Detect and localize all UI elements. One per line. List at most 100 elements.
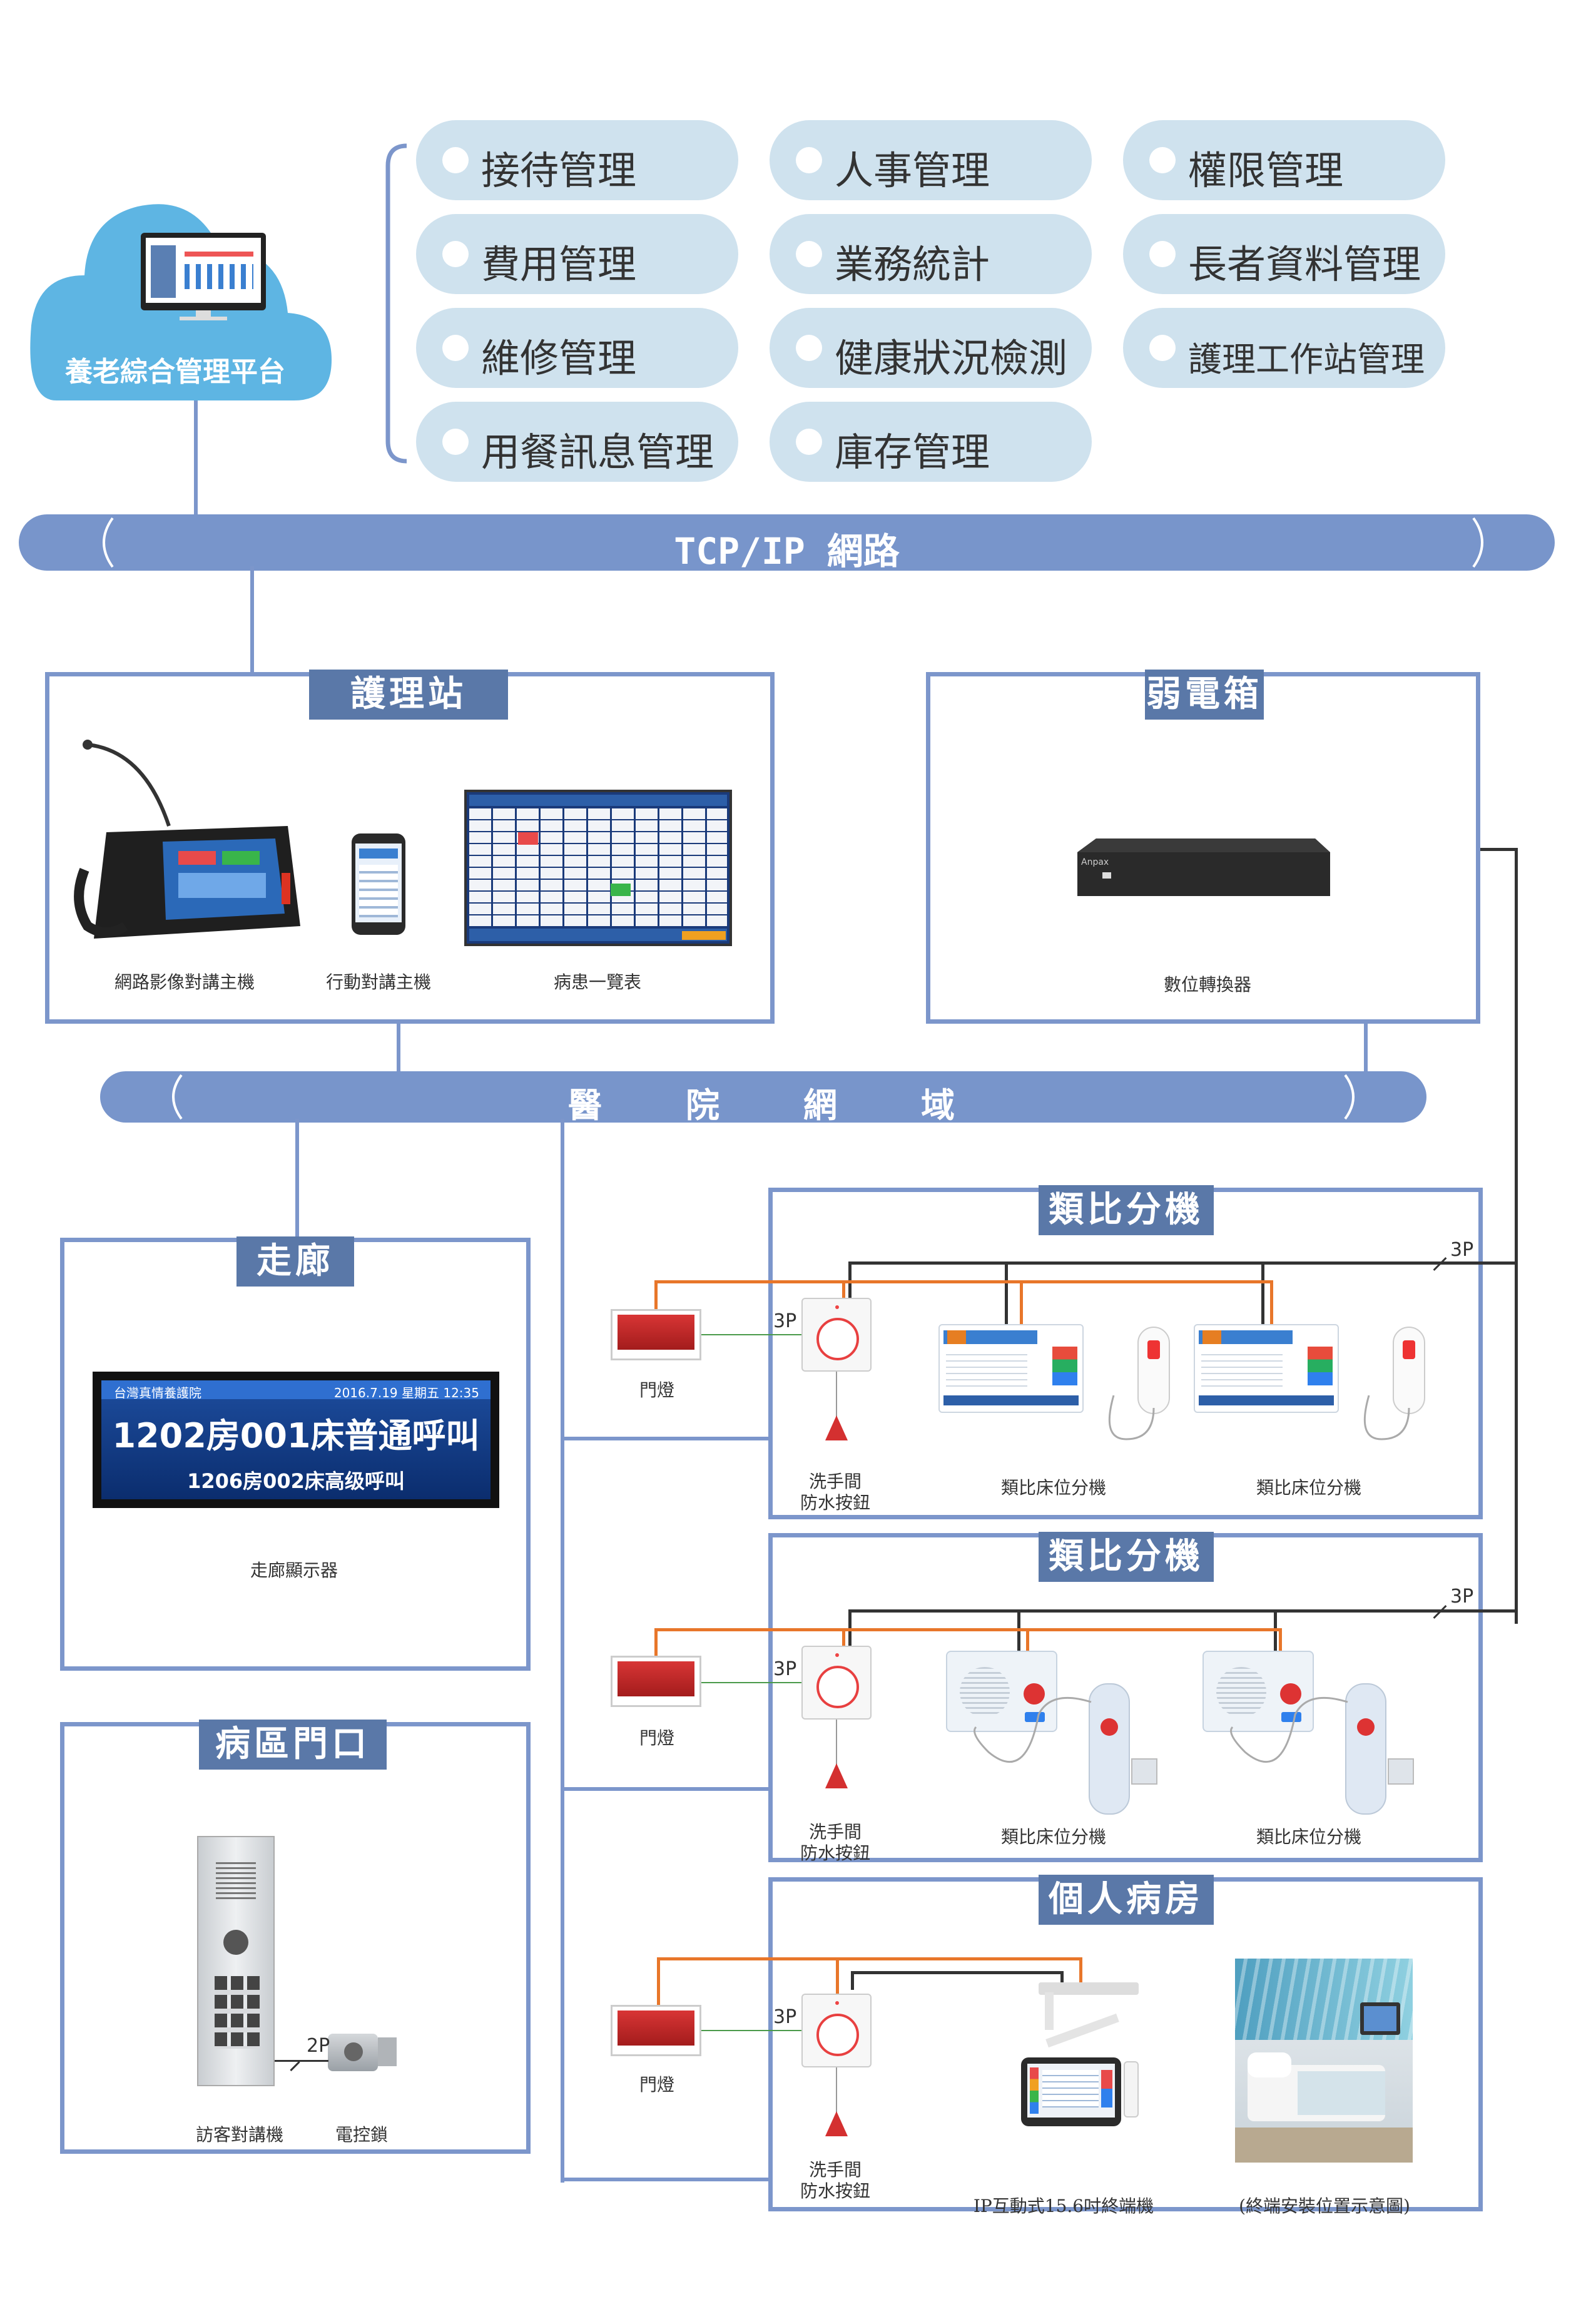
wire-label: 3P <box>773 1658 797 1680</box>
device-caption: 類比床位分機 <box>1256 1477 1361 1498</box>
display-line-1: 1202房001床普通呼叫 <box>112 1416 480 1455</box>
platform-label: 養老綜合管理平台 <box>65 356 285 388</box>
room-placement-photo <box>1235 1959 1413 2163</box>
signal-line <box>842 1280 845 1304</box>
electric-lock-image <box>328 2030 397 2074</box>
weak-current-title: 弱電箱 <box>1145 670 1264 720</box>
video-intercom-host-image <box>69 738 307 957</box>
bus-bracket-decoration <box>103 517 1483 568</box>
private-room-title: 個人病房 <box>1039 1875 1214 1925</box>
connector-line <box>397 1020 400 1075</box>
signal-line <box>1279 1628 1282 1651</box>
hospital-network-label-char: 院 <box>686 1086 719 1125</box>
module-pill[interactable]: 護理工作站管理 <box>1123 308 1445 388</box>
hospital-network-label-char: 域 <box>921 1086 955 1125</box>
washroom-call-button[interactable] <box>801 1298 872 1372</box>
module-label: 業務統計 <box>835 242 990 287</box>
device-caption: 類比床位分機 <box>1000 1827 1106 1847</box>
device-caption: 類比床位分機 <box>1000 1477 1106 1498</box>
analog-extension-title-1: 類比分機 <box>1039 1185 1214 1235</box>
module-pill[interactable]: 費用管理 <box>416 214 738 294</box>
module-label: 長者資料管理 <box>1188 242 1421 287</box>
trunk-line <box>848 1261 1518 1265</box>
signal-line <box>1079 1957 1082 1989</box>
connector-line <box>561 2178 768 2181</box>
module-pill[interactable]: 庫存管理 <box>770 402 1092 482</box>
call-handset[interactable] <box>1393 1327 1425 1414</box>
pull-cord <box>836 1372 837 1417</box>
trunk-line <box>848 1609 852 1646</box>
signal-line <box>657 1957 1082 1960</box>
trunk-line <box>848 1261 852 1298</box>
signal-line <box>654 1628 658 1663</box>
tcpip-network-label: TCP/IP 網路 <box>674 530 900 573</box>
nurse-station-title: 護理站 <box>309 670 508 720</box>
bed-unit-panel <box>938 1324 1084 1413</box>
device-caption: IP互動式15.6吋終端機 <box>973 2196 1154 2216</box>
module-pill[interactable]: 長者資料管理 <box>1123 214 1445 294</box>
module-pill[interactable]: 健康狀況檢測 <box>770 308 1092 388</box>
module-pill[interactable]: 接待管理 <box>416 120 738 200</box>
signal-line <box>657 1957 660 2007</box>
pull-cord-handle-icon <box>825 2111 848 2136</box>
signal-line <box>654 1628 1279 1631</box>
module-pill[interactable]: 權限管理 <box>1123 120 1445 200</box>
washroom-call-button[interactable] <box>801 1994 872 2067</box>
connector-line <box>194 400 198 526</box>
analog-extension-box-1 <box>768 1188 1483 1519</box>
brand-logo: Anpax <box>1081 857 1109 867</box>
signal-line <box>836 1957 839 1995</box>
bus-bracket-decoration <box>172 1074 1355 1120</box>
wire-label: 3P <box>1450 1586 1474 1608</box>
pull-cord <box>836 2067 837 2112</box>
wire-label: 3P <box>773 2006 797 2028</box>
trunk-line <box>1480 848 1518 851</box>
door-light <box>611 1309 701 1360</box>
device-caption: 電控鎖 <box>335 2124 388 2145</box>
module-pill[interactable]: 用餐訊息管理 <box>416 402 738 482</box>
module-label: 接待管理 <box>481 148 637 193</box>
wire-line <box>701 1334 801 1335</box>
call-handset[interactable] <box>1137 1327 1170 1414</box>
device-caption: 洗手間 <box>808 1822 862 1842</box>
analog-extension-title-2: 類比分機 <box>1039 1532 1214 1582</box>
wire-label: 3P <box>773 1310 797 1332</box>
device-caption: 門燈 <box>639 1380 674 1400</box>
trunk-line <box>1515 848 1518 1624</box>
device-caption: (終端安裝位置示意圖) <box>1239 2196 1410 2216</box>
module-pill[interactable]: 人事管理 <box>770 120 1092 200</box>
wire-label: 2P <box>307 2035 330 2057</box>
pull-cord-handle-icon <box>825 1763 848 1788</box>
pull-cord-handle-icon <box>825 1415 848 1440</box>
module-pill[interactable]: 維修管理 <box>416 308 738 388</box>
signal-line <box>1270 1280 1273 1324</box>
ward-entrance-title: 病區門口 <box>199 1720 387 1770</box>
module-pill[interactable]: 業務統計 <box>770 214 1092 294</box>
device-caption: 門燈 <box>639 2074 674 2095</box>
digital-converter-image: Anpax <box>1077 838 1330 896</box>
wire-label: 3P <box>1450 1239 1474 1261</box>
module-label: 用餐訊息管理 <box>481 429 714 475</box>
trunk-line <box>851 1971 1064 1974</box>
call-handset[interactable] <box>1089 1683 1130 1815</box>
monitor-icon <box>141 233 266 320</box>
corridor-title: 走廊 <box>236 1236 354 1287</box>
washroom-call-button[interactable] <box>801 1646 872 1720</box>
handset-cable <box>974 1696 1092 1763</box>
wire-line <box>275 2060 328 2062</box>
device-caption: 洗手間 <box>808 2159 862 2180</box>
connector-line <box>295 1119 299 1240</box>
trunk-line <box>1060 1971 1064 1990</box>
wall-bracket-icon <box>1131 1758 1157 1785</box>
call-handset[interactable] <box>1345 1683 1386 1815</box>
management-platform-cloud: 養老綜合管理平台 <box>19 181 332 407</box>
visitor-intercom-image <box>197 1836 275 2086</box>
device-caption: 防水按鈕 <box>800 1492 870 1513</box>
module-label: 費用管理 <box>481 242 637 287</box>
wire-line <box>701 1682 801 1683</box>
connector-line <box>250 566 254 674</box>
pull-cord <box>836 1720 837 1765</box>
hospital-network-label-char: 網 <box>803 1086 837 1125</box>
trunk-line <box>848 1609 1518 1613</box>
module-label: 護理工作站管理 <box>1188 340 1425 379</box>
